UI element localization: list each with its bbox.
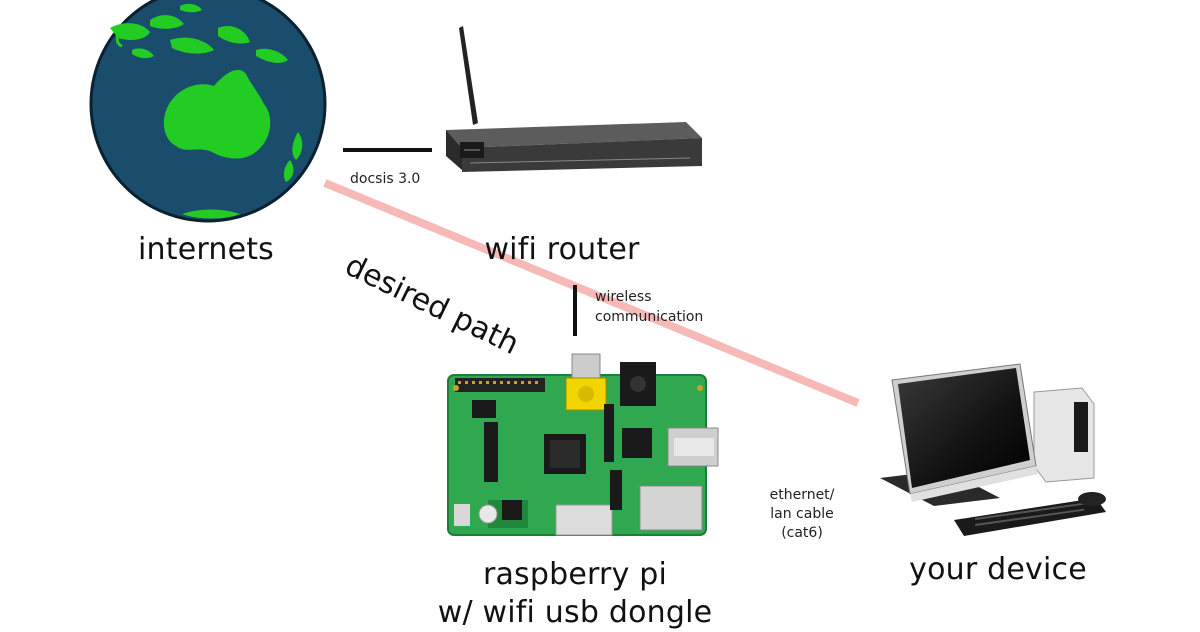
- desired-path-line: [323, 179, 860, 407]
- your-device-label: your device: [909, 552, 1087, 587]
- wireless-label: wireless communication: [595, 287, 703, 327]
- docsis-label: docsis 3.0: [350, 171, 421, 187]
- ethernet-label-line2: lan cable: [770, 506, 834, 522]
- globe-icon: [89, 0, 327, 223]
- internets-label: internets: [137, 232, 275, 267]
- ethernet-label-line3: (cat6): [781, 525, 823, 541]
- wireless-label-line1: wireless: [595, 289, 652, 305]
- ethernet-label-line1: ethernet/: [769, 487, 835, 503]
- raspberry-pi-label: raspberry pi w/ wifi usb dongle: [438, 556, 713, 632]
- raspberry-pi-icon: [447, 353, 719, 536]
- ethernet-label: ethernet/ lan cable (cat6): [770, 486, 835, 543]
- raspberry-pi-label-line1: raspberry pi: [482, 557, 668, 592]
- raspberry-pi-label-line2: w/ wifi usb dongle: [437, 595, 713, 630]
- wifi-router-label: wifi router: [484, 232, 640, 267]
- router-icon: [446, 26, 702, 172]
- wireless-label-line2: communication: [595, 309, 704, 325]
- computer-icon: [880, 363, 1106, 536]
